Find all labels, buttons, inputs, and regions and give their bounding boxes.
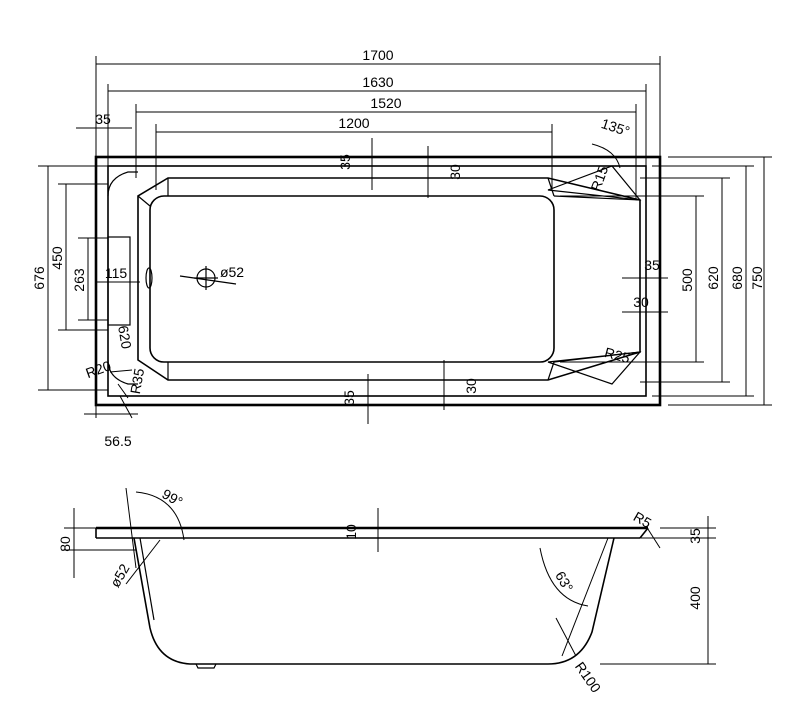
rim-end-right xyxy=(639,527,649,539)
dim-680: 680 xyxy=(729,266,745,290)
dim-620: 620 xyxy=(705,266,721,290)
inner-top-30: 30 xyxy=(447,164,463,180)
corner-triangle-top xyxy=(547,165,642,201)
dim-1630: 1630 xyxy=(362,74,393,90)
dim-620-left: 620 xyxy=(115,324,135,350)
foot xyxy=(195,663,217,669)
dim-35-side: 35 xyxy=(687,528,703,544)
basin-floor xyxy=(149,195,555,363)
drain-leader xyxy=(179,275,237,285)
dim-450: 450 xyxy=(49,246,65,270)
radius-r20: R20 xyxy=(83,357,113,381)
angle-line-63 xyxy=(561,537,609,657)
radius-r100: R100 xyxy=(572,659,604,696)
bottom-35: 35 xyxy=(341,390,357,406)
dim-500: 500 xyxy=(679,268,695,292)
left-curve-bottom xyxy=(107,359,138,385)
radius-r5: R5 xyxy=(631,508,655,531)
angle-63: 63° xyxy=(552,568,576,594)
drain-diameter: ø52 xyxy=(220,264,244,280)
left-curve-top xyxy=(107,171,138,197)
dim-1520: 1520 xyxy=(370,95,401,111)
dim-56-5: 56.5 xyxy=(104,433,131,449)
top-dimensions xyxy=(76,56,661,200)
body-inner-line xyxy=(139,537,155,621)
basin-outer-edge xyxy=(137,177,641,381)
dim-1200: 1200 xyxy=(338,115,369,131)
dim-263: 263 xyxy=(71,268,87,292)
r100-leader xyxy=(555,617,577,657)
side-drain-diameter: ø52 xyxy=(107,561,133,590)
dim-115: 115 xyxy=(105,265,128,281)
angle-arc-63 xyxy=(539,547,589,607)
r5-leader xyxy=(645,525,661,549)
angle-99: 99° xyxy=(159,485,185,509)
drain-leader xyxy=(125,539,161,585)
bottom-30: 30 xyxy=(463,378,479,394)
dim-10: 10 xyxy=(343,524,359,540)
dim-1700: 1700 xyxy=(362,47,393,63)
corner-triangle-bottom xyxy=(547,351,642,385)
inner-top-35: 35 xyxy=(337,154,353,170)
corner-line xyxy=(547,177,555,197)
angle-arc-99 xyxy=(135,491,185,541)
corner-line xyxy=(553,195,641,201)
left-dimensions xyxy=(38,165,140,391)
corner-line xyxy=(547,361,555,381)
overflow-outlet xyxy=(145,267,153,289)
bath-body xyxy=(133,537,615,665)
outer-rim xyxy=(94,155,662,407)
corner-line xyxy=(137,195,151,207)
angle-line xyxy=(125,487,137,569)
right-dimensions xyxy=(560,156,772,406)
plan-view: 1700 1630 1520 1200 35 135° 35 30 R15 xyxy=(31,47,772,449)
angle-135: 135° xyxy=(599,115,631,139)
radius-r35: R35 xyxy=(127,367,147,395)
dim-35-top-left: 35 xyxy=(95,111,111,127)
radius-r25: R25 xyxy=(603,344,632,366)
dim-676: 676 xyxy=(31,266,47,290)
r-leader xyxy=(109,369,133,373)
dim-750: 750 xyxy=(749,266,765,290)
dim-400: 400 xyxy=(687,586,703,610)
angle-arc-135 xyxy=(591,143,621,169)
dim-80: 80 xyxy=(57,536,73,552)
right-35: 35 xyxy=(644,257,660,273)
right-30: 30 xyxy=(633,294,649,310)
r-leader xyxy=(117,383,129,399)
radius-r15: R15 xyxy=(587,163,611,193)
side-view: 99° 80 10 ø52 R5 35 400 63° R100 xyxy=(57,485,716,696)
overflow-recess xyxy=(107,236,131,326)
